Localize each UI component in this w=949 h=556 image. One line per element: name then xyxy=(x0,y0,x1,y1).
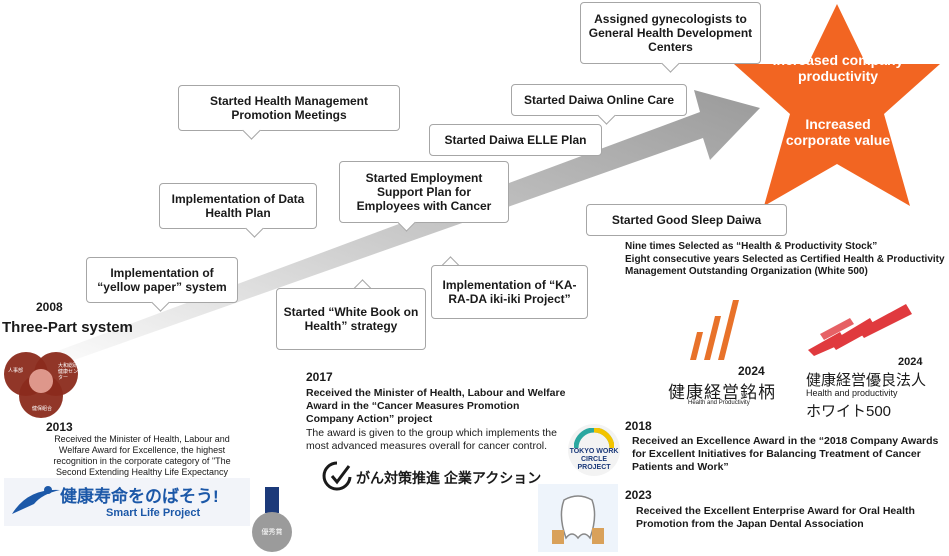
callout-text: Started “White Book on Health” strategy xyxy=(283,305,419,333)
callout-text: Started Daiwa ELLE Plan xyxy=(444,133,587,147)
stock-line2: Eight consecutive years Selected as Cert… xyxy=(625,254,945,277)
award-2013-text: Received the Minister of Health, Labour … xyxy=(53,434,231,477)
smart-life-jp: 健康寿命をのばそう! xyxy=(60,487,219,506)
stock-logo-bars xyxy=(690,300,740,360)
tokyo-badge-arc xyxy=(574,428,614,449)
goal-star xyxy=(734,4,940,206)
award-2017-desc: The award is given to the group which im… xyxy=(306,427,557,452)
callout-cancer-support: Started Employment Support Plan for Empl… xyxy=(339,161,509,223)
white500-jp: 健康経営優良法人 xyxy=(806,372,927,389)
smart-life-logo: 健康寿命をのばそう! Smart Life Project xyxy=(4,478,250,526)
award-2018-text: Received an Excellence Award in the “201… xyxy=(632,435,939,473)
callout-elle: Started Daiwa ELLE Plan xyxy=(429,124,602,156)
callout-text: Implementation of “KA-RA-DA iki-iki Proj… xyxy=(442,278,577,306)
stock-logo-en: Health and Productivity xyxy=(688,400,750,406)
goal-line2: Increased corporate value xyxy=(785,116,891,148)
cancer-action-icon xyxy=(322,461,352,491)
callout-text: Started Employment Support Plan for Empl… xyxy=(356,171,492,213)
venn-label-c: 健保組合 xyxy=(32,406,53,412)
white500-w: ホワイト500 xyxy=(806,403,892,420)
award-2023-text: Received the Excellent Enterprise Award … xyxy=(636,505,915,530)
goal-line1: Increased company productivity xyxy=(772,52,904,84)
venn-label-a: 人事部 xyxy=(8,368,24,374)
white500-en: Health and productivity xyxy=(806,388,898,398)
three-part-title: Three-Part system xyxy=(2,319,133,336)
year-2013: 2013 xyxy=(46,420,73,434)
callout-text: Started Daiwa Online Care xyxy=(523,93,675,107)
runner-icon xyxy=(12,486,60,514)
cancer-action-logo: がん対策推進 企業アクション xyxy=(356,470,542,486)
callout-online-care: Started Daiwa Online Care xyxy=(511,84,687,116)
medal-ribbon xyxy=(265,487,279,513)
year-2017: 2017 xyxy=(306,370,333,384)
year-2023: 2023 xyxy=(625,488,652,502)
medal-icon: 優秀賞 xyxy=(252,512,292,552)
stock-line1: Nine times Selected as “Health & Product… xyxy=(625,241,878,252)
callout-text: Started Health Management Promotion Meet… xyxy=(209,94,369,122)
white500-year: 2024 xyxy=(898,356,923,368)
tooth-icon xyxy=(552,495,604,544)
smart-life-en: Smart Life Project xyxy=(106,507,201,519)
callout-karada: Implementation of “KA-RA-DA iki-iki Proj… xyxy=(431,265,588,319)
white500-logo-mark xyxy=(808,304,912,356)
callout-data-health: Implementation of Data Health Plan xyxy=(159,183,317,229)
tokyo-badge-text: TOKYO WORK CIRCLE PROJECT xyxy=(569,448,619,471)
tokyo-badge: TOKYO WORK CIRCLE PROJECT xyxy=(568,424,620,476)
dental-illustration xyxy=(538,484,618,552)
venn-diagram xyxy=(4,352,78,418)
year-2008: 2008 xyxy=(36,300,63,314)
callout-text: Started Good Sleep Daiwa xyxy=(611,213,762,227)
callout-text: Implementation of “yellow paper” system xyxy=(97,266,227,294)
callout-text: Assigned gynecologists to General Health… xyxy=(588,12,753,54)
stock-logo-year: 2024 xyxy=(738,364,765,378)
venn-label-b: 大和総研健康センター xyxy=(58,363,79,381)
callout-mgmt-meetings: Started Health Management Promotion Meet… xyxy=(178,85,400,131)
callout-good-sleep: Started Good Sleep Daiwa xyxy=(586,204,787,236)
callout-text: Implementation of Data Health Plan xyxy=(171,192,305,220)
stock-logo-jp: 健康経営銘柄 xyxy=(668,383,776,402)
year-2018: 2018 xyxy=(625,419,652,433)
medal-text: 優秀賞 xyxy=(261,529,283,536)
award-2017-title: Received the Minister of Health, Labour … xyxy=(306,387,566,425)
callout-white-book: Started “White Book on Health” strategy xyxy=(276,288,426,350)
